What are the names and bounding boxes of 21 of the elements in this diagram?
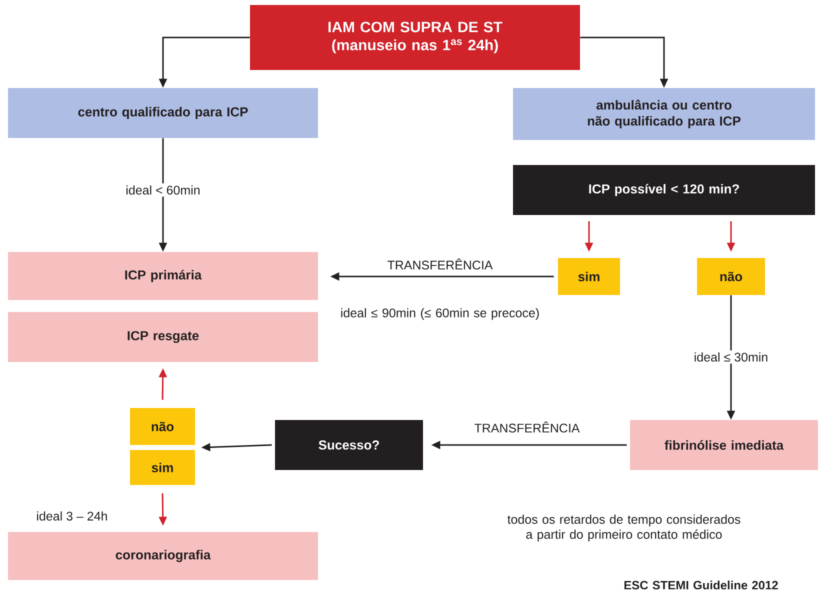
decision-box: ICP possível < 120 min? (513, 165, 815, 215)
process-box: ambulância ou centro não qualificado para ICP (513, 88, 815, 140)
process-box: centro qualificado para ICP (8, 88, 318, 138)
process-box: ICP primária (8, 252, 318, 300)
title-box: IAM COM SUPRA DE ST (manuseio nas 1$^{as}$ 24h) (250, 5, 580, 70)
answer-box: sim (558, 258, 620, 295)
answer-box: sim (130, 450, 195, 485)
note-text: todos os retardos de tempo considerados a partir do primeiro contato médico (507, 514, 740, 542)
decision-box: Sucesso? (275, 420, 423, 470)
edge-label: TRANSFERÊNCIA (472, 419, 582, 435)
answer-box: não (130, 408, 195, 445)
note-text: ideal ≤ 90min (≤ 60min se precoce) (341, 308, 539, 320)
edge-label: TRANSFERÊNCIA (385, 256, 495, 272)
process-box: fibrinólise imediata (630, 420, 818, 470)
edge-label: ideal < 60min (124, 183, 202, 197)
process-box: coronariografia (8, 532, 318, 580)
answer-box: não (697, 258, 765, 295)
source-text: ESC STEMI Guideline 2012 (624, 580, 778, 590)
process-box: ICP resgate (8, 312, 318, 362)
edge-label: ideal 3 – 24h (34, 509, 110, 523)
edge-label: ideal ≤ 30min (692, 350, 770, 364)
